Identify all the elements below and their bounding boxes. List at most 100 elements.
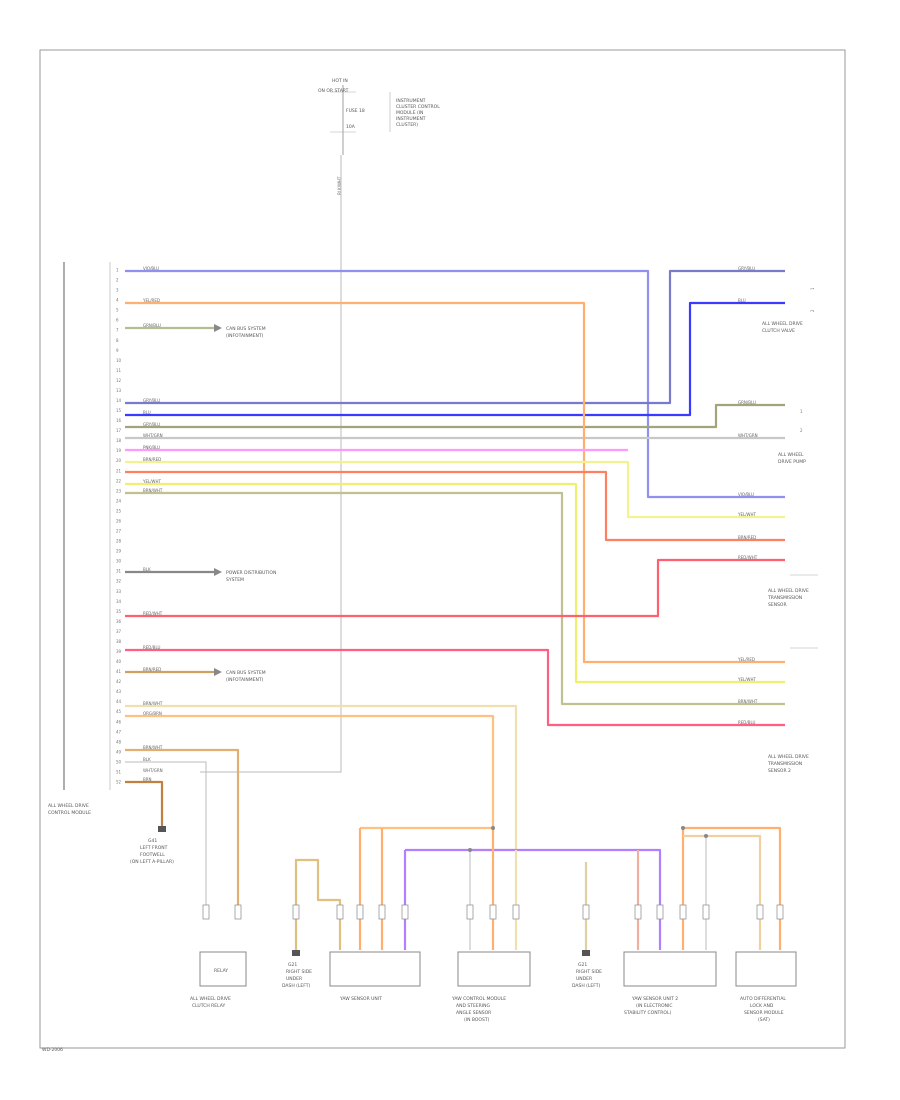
ref1-line-2: (INFOTAINMENT) xyxy=(226,333,264,339)
module-pin-24: 24 xyxy=(116,498,122,503)
comp4-line-1: AUTO DIFFERENTIAL xyxy=(740,996,786,1002)
rwl-2: BLU xyxy=(738,298,746,303)
ground-g3-line-1: G21 xyxy=(578,962,587,968)
wl-20: WHT/GRN xyxy=(143,768,163,773)
module-pin-47: 47 xyxy=(116,729,122,734)
rc2-pin-2: 2 xyxy=(800,428,803,433)
rwl-8: RED/WHT xyxy=(738,555,758,560)
top-connector-label-3: MODULE (IN xyxy=(396,110,423,116)
yaw-sensor-box xyxy=(329,951,421,987)
module-pin-50: 50 xyxy=(116,759,122,764)
rwl-6: YEL/WHT xyxy=(737,512,757,517)
connector-block-2 xyxy=(234,904,242,920)
module-pin-52: 52 xyxy=(116,780,122,785)
module-pin-48: 48 xyxy=(116,739,122,744)
wl-10: YEL/WHT xyxy=(142,479,162,484)
top-connector-label-2: CLUSTER CONTROL xyxy=(396,104,440,110)
connector-block-1 xyxy=(202,904,210,920)
wires xyxy=(125,269,785,905)
bw-12 xyxy=(683,834,762,950)
splice-1 xyxy=(491,826,495,830)
splice-3 xyxy=(681,826,685,830)
left-wire-labels: VIO/BLU YEL/RED GRN/BLU GRY/BLU BLU GRY/… xyxy=(142,266,163,782)
rc1-pin-2: 2 xyxy=(810,309,815,312)
ref1-line-1: CAN BUS SYSTEM xyxy=(226,326,266,332)
wire-yel-wht xyxy=(125,482,785,684)
wl-13: RED/WHT xyxy=(143,611,163,616)
wl-16: BRN/WHT xyxy=(143,701,163,706)
comp2-line-3: ANGLE SENSOR xyxy=(456,1010,491,1016)
wl-14: RED/BLU xyxy=(143,645,161,650)
wire-brn-wht xyxy=(125,491,785,706)
comp2-line-4: (IN BOOST) xyxy=(464,1017,490,1023)
ref-arrow-2 xyxy=(214,568,222,576)
wl-4: GRY/BLU xyxy=(143,398,160,403)
wl-5: BLU xyxy=(143,410,151,415)
module-pin-40: 40 xyxy=(116,659,122,664)
wire-gry-blu-top xyxy=(125,269,785,405)
ref2-line-1: POWER DISTRIBUTION xyxy=(226,570,276,576)
module-pin-20: 20 xyxy=(116,458,122,463)
wire-red-blu xyxy=(125,648,785,727)
rc2-label-2: DRIVE PUMP xyxy=(778,459,806,465)
relay-box xyxy=(199,951,247,987)
module-pin-11: 11 xyxy=(116,368,122,373)
module-pin-17: 17 xyxy=(116,428,122,433)
ground-g1-line-2: LEFT FRONT xyxy=(140,845,168,851)
module-pin-9: 9 xyxy=(116,348,119,353)
splice-2 xyxy=(468,848,472,852)
ref3-line-2: (INFOTAINMENT) xyxy=(226,677,264,683)
comp4-line-3: SENSOR MODULE xyxy=(744,1010,784,1016)
module-pin-39: 39 xyxy=(116,649,122,654)
wire-blu xyxy=(125,301,785,417)
comp3-line-1: YAW SENSOR UNIT 2 xyxy=(631,996,678,1002)
module-pins: 1234567891011121314151617181920212223242… xyxy=(116,268,122,785)
ground-g2-line-3: UNDER xyxy=(286,976,302,982)
module-pin-46: 46 xyxy=(116,719,122,724)
ground-g1-line-4: (ON LEFT A-PILLAR) xyxy=(130,859,174,865)
module-pin-16: 16 xyxy=(116,418,122,423)
wire-brn-left xyxy=(125,748,240,905)
ground-g3-symbol xyxy=(582,950,590,956)
ground-g1-line-3: FOOTWELL xyxy=(140,852,165,858)
reference-arrows: CAN BUS SYSTEM (INFOTAINMENT) POWER DIST… xyxy=(214,324,276,683)
rc3-label-3: SENSOR xyxy=(768,602,787,608)
ref3-line-1: CAN BUS SYSTEM xyxy=(226,670,266,676)
ref-arrow-1 xyxy=(214,324,222,332)
module-pin-35: 35 xyxy=(116,609,122,614)
bw-3 xyxy=(295,858,342,950)
module-pin-30: 30 xyxy=(116,559,122,564)
wl-9: BRN/RED xyxy=(143,457,161,462)
wl-19: BLK xyxy=(143,757,151,762)
wl-21: BRN xyxy=(143,777,152,782)
ground-g1-line-1: G41 xyxy=(148,838,157,844)
module-pin-34: 34 xyxy=(116,599,122,604)
connector-block-6 xyxy=(378,904,386,920)
module-pin-21: 21 xyxy=(116,468,122,473)
module-pin-25: 25 xyxy=(116,508,122,513)
diff-lock-box xyxy=(735,951,797,987)
connector-block-8 xyxy=(466,904,474,920)
module-pin-26: 26 xyxy=(116,519,122,524)
module-pin-12: 12 xyxy=(116,378,122,383)
yaw-sensor-2-box xyxy=(623,951,717,987)
rwl-3: GRN/BLU xyxy=(738,400,756,405)
yaw-control-box xyxy=(457,951,531,987)
bottom-connector-blocks xyxy=(202,904,784,920)
wl-7: WHT/GRN xyxy=(143,433,163,438)
top-wire-label: BLK/WHT xyxy=(337,176,342,195)
relay-text: RELAY xyxy=(214,968,228,974)
wl-1: VIO/BLU xyxy=(143,266,159,271)
module-pin-49: 49 xyxy=(116,749,122,754)
wl-11: BRN/WHT xyxy=(143,488,163,493)
rc4-label-1: ALL WHEEL DRIVE xyxy=(768,754,809,760)
rc3-label-1: ALL WHEEL DRIVE xyxy=(768,588,809,594)
ground-g2-line-2: RIGHT SIDE xyxy=(286,969,312,975)
wire-brn-red xyxy=(125,470,785,542)
connector-block-10 xyxy=(512,904,520,920)
wl-12: BLK xyxy=(143,567,151,572)
wl-3: GRN/BLU xyxy=(143,323,161,328)
rc4-label-3: SENSOR 2 xyxy=(768,768,791,774)
ground-g3-line-3: UNDER xyxy=(576,976,592,982)
top-connector-line-1: HOT IN xyxy=(332,78,348,84)
